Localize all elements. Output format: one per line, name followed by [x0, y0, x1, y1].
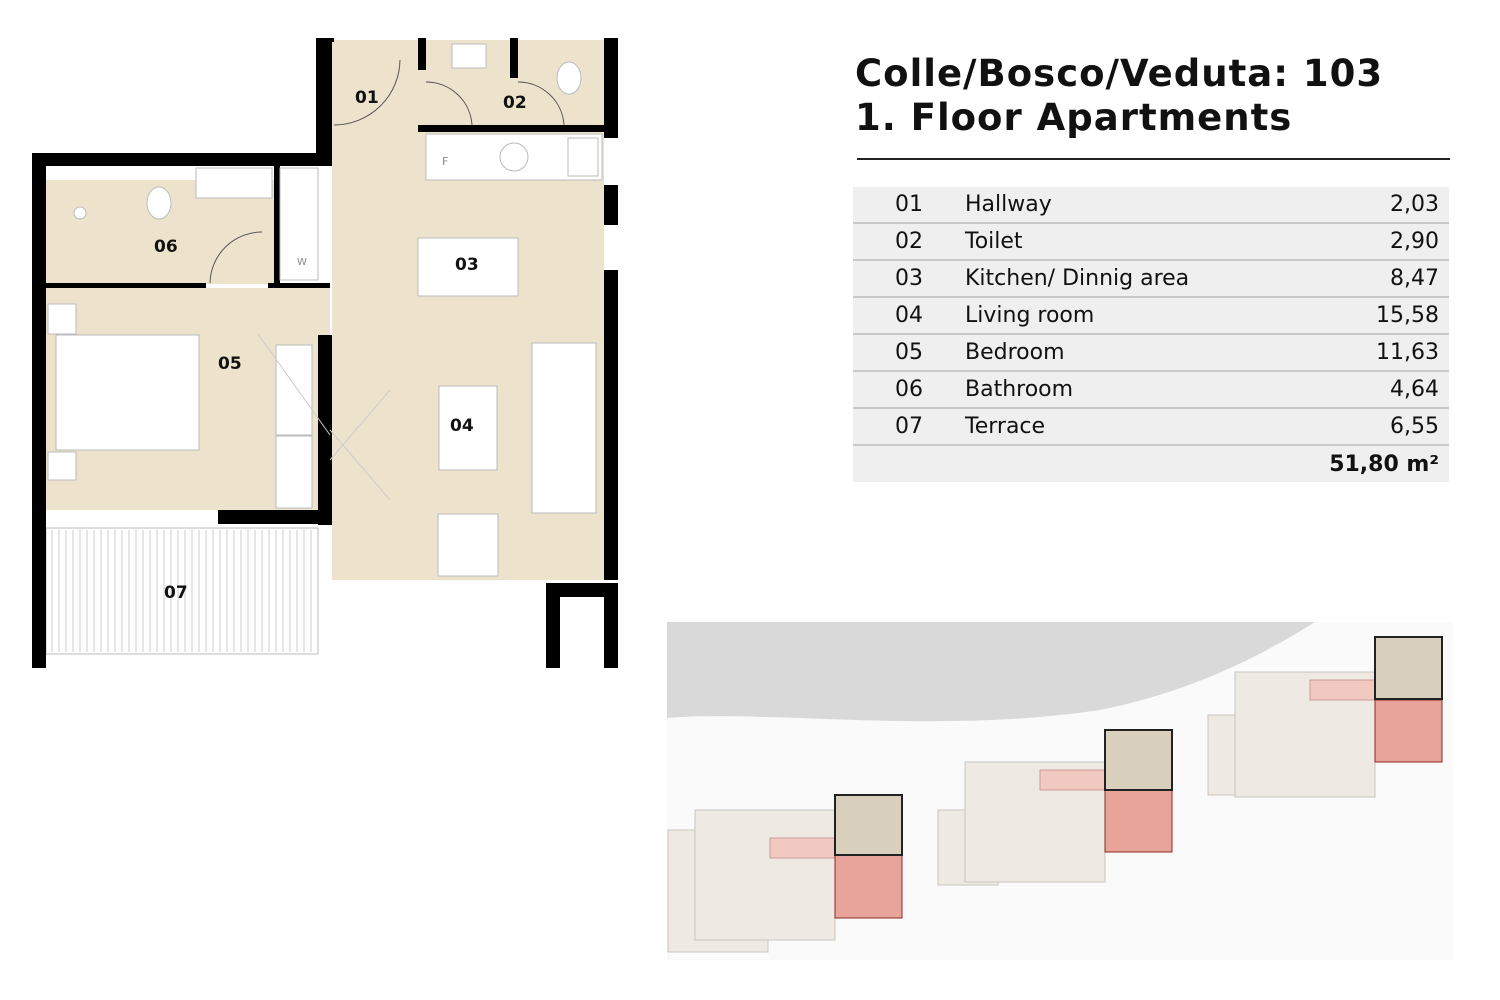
washer-mark: W — [297, 257, 307, 268]
furniture — [47, 43, 603, 577]
room-label-02: 02 — [503, 93, 527, 113]
room-name: Bedroom — [965, 334, 1281, 372]
sea-area — [667, 622, 1315, 722]
room-area: 2,03 — [1280, 187, 1449, 224]
room-area: 2,90 — [1280, 223, 1449, 261]
room-labels: 01 02 03 04 05 06 07 — [154, 88, 527, 603]
room-number: 07 — [853, 408, 965, 446]
title-line-1: Colle/Bosco/Veduta: 103 — [855, 52, 1384, 95]
room-label-03: 03 — [455, 255, 479, 275]
room-label-07: 07 — [164, 583, 188, 603]
room-label-05: 05 — [218, 354, 242, 374]
walls — [32, 38, 618, 668]
total-row: 51,80 m² — [853, 445, 1449, 482]
room-number: 05 — [853, 334, 965, 372]
room-area: 15,58 — [1280, 297, 1449, 335]
room-number: 06 — [853, 371, 965, 409]
room-number: 04 — [853, 297, 965, 335]
terrace — [45, 527, 319, 655]
apartment-103-highlight — [834, 636, 1443, 856]
room-label-01: 01 — [355, 88, 379, 108]
highlighted-units — [834, 699, 1443, 919]
room-label-04: 04 — [450, 416, 474, 436]
corridor-highlight — [769, 837, 837, 859]
room-number: 03 — [853, 260, 965, 298]
site-plan — [667, 622, 1453, 960]
room-area: 8,47 — [1280, 260, 1449, 298]
room-area: 11,63 — [1280, 334, 1449, 372]
fridge-mark: F — [442, 155, 448, 168]
room-area: 6,55 — [1280, 408, 1449, 446]
room-name: Living room — [965, 297, 1281, 335]
doors — [209, 59, 565, 501]
room-label-06: 06 — [154, 237, 178, 257]
page-title: Colle/Bosco/Veduta: 103 1. Floor Apartme… — [855, 52, 1383, 140]
room-name: Kitchen/ Dinnig area — [965, 260, 1281, 298]
room-name: Terrace — [965, 408, 1281, 446]
room-area: 4,64 — [1280, 371, 1449, 409]
room-name: Bathroom — [965, 371, 1281, 409]
room-number: 02 — [853, 223, 965, 261]
title-line-2: 1. Floor Apartments — [855, 96, 1293, 139]
room-number: 01 — [853, 187, 965, 224]
room-name: Hallway — [965, 187, 1281, 224]
title-divider — [857, 158, 1450, 160]
total-area: 51,80 m² — [1280, 445, 1449, 482]
room-name: Toilet — [965, 223, 1281, 261]
